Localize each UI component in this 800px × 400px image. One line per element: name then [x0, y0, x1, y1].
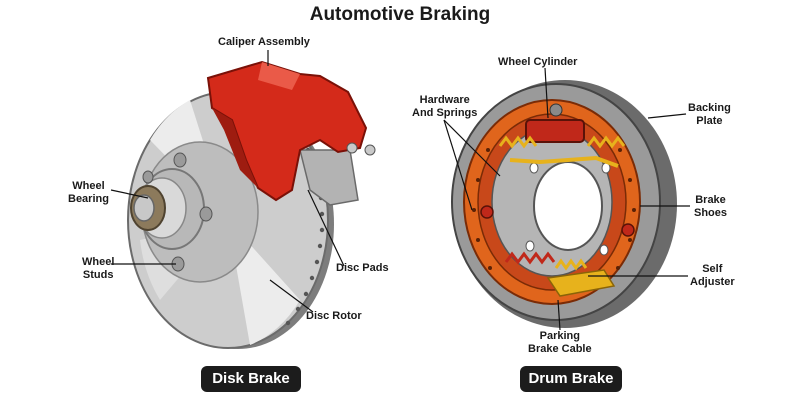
label-text: Bearing [68, 193, 109, 205]
label-text: Brake Cable [528, 343, 592, 355]
label-text: Caliper Assembly [218, 36, 310, 48]
label-text: Shoes [694, 207, 728, 219]
leader-hardware-springs [443, 119, 473, 211]
label-text: Plate [696, 115, 723, 127]
leader-lines [110, 50, 690, 331]
label-text: Disc Rotor [306, 310, 362, 322]
plate-bolt-holes [525, 162, 611, 256]
wheel-stud [173, 152, 187, 168]
leader-disc-pads [307, 189, 345, 267]
label-text: Parking [539, 330, 580, 342]
label-text: And Springs [412, 107, 478, 119]
self-adjuster [509, 155, 619, 168]
label-text: Wheel [82, 256, 115, 268]
label-wheel-bearing: Wheel Bearing [68, 180, 109, 206]
shoe-rivets [472, 148, 636, 270]
label-text: Backing [688, 102, 731, 114]
caliper-bolt [364, 144, 376, 156]
wheel-cylinder [525, 119, 585, 143]
caliper-highlight [258, 62, 300, 90]
label-disc-pads: Disc Pads [336, 262, 389, 275]
disk-brake-illustration [127, 60, 376, 349]
drum-brake-caption: Drum Brake [520, 366, 622, 392]
label-text: Self [702, 263, 723, 275]
leader-backing-plate [647, 113, 687, 119]
label-text: Wheel Cylinder [498, 56, 578, 68]
wheel-stud [199, 206, 213, 222]
lower-spring [504, 251, 556, 265]
anchor-pin [621, 223, 635, 237]
label-text: Hardware [419, 94, 470, 106]
diagram-title: Automotive Braking [309, 4, 491, 25]
label-text: Wheel [72, 180, 105, 192]
leader-disc-rotor [269, 279, 314, 313]
leader-wheel-cylinder [544, 67, 549, 119]
label-wheel-cylinder: Wheel Cylinder [498, 56, 577, 69]
bleeder-valve [549, 103, 563, 117]
label-text: Studs [82, 269, 114, 281]
leader-parking-brake-cable [557, 299, 561, 331]
label-parking-brake-cable: Parking Brake Cable [528, 330, 592, 356]
caliper-bolt [346, 142, 358, 154]
label-caliper-assembly: Caliper Assembly [218, 36, 310, 49]
adjuster-spring [554, 258, 588, 271]
leader-wheel-bearing [110, 189, 149, 199]
leader-hardware-springs [443, 119, 501, 177]
label-text: Disc Pads [336, 262, 389, 274]
drum-brake-illustration [451, 80, 677, 328]
anchor-pin [480, 205, 494, 219]
label-self-adjuster: Self Adjuster [690, 263, 735, 289]
wheel-stud [142, 170, 154, 184]
label-brake-shoes: Brake Shoes [694, 194, 727, 220]
label-wheel-studs: Wheel Studs [82, 256, 114, 282]
label-backing-plate: Backing Plate [688, 102, 731, 128]
hub-opening [533, 161, 603, 251]
wheel-bearing-cap [133, 194, 155, 222]
label-text: Adjuster [690, 276, 735, 288]
label-hardware-springs: Hardware And Springs [412, 94, 477, 120]
label-text: Brake [695, 194, 726, 206]
label-disc-rotor: Disc Rotor [306, 310, 362, 323]
return-spring [498, 135, 538, 149]
caliper-shade [212, 108, 258, 188]
disk-brake-caption: Disk Brake [201, 366, 301, 392]
return-spring [586, 135, 626, 149]
